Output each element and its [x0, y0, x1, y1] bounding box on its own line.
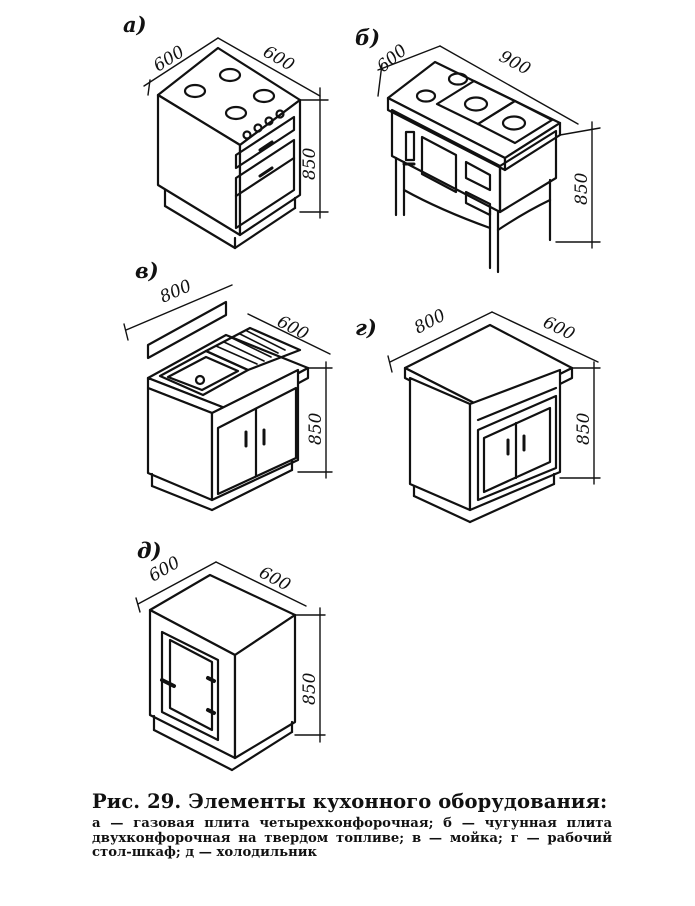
figure-caption: Рис. 29. Элементы кухонного оборудования… [92, 790, 612, 861]
dim-label-a-width: 600 [260, 42, 298, 76]
panel-label-g: г) [355, 315, 377, 340]
panel-label-a: а) [123, 12, 147, 37]
caption-text: а — газовая плита четырехконфорочная; б … [92, 816, 612, 860]
sink-drawing [146, 300, 310, 512]
knob-icon [242, 109, 285, 140]
gas-stove-dimensions [143, 37, 329, 219]
dim-label-a-depth: 600 [150, 42, 188, 76]
dim-label-a-height: 850 [300, 147, 320, 180]
panel-label-d: д) [137, 538, 162, 563]
dim-label-d-height: 850 [300, 672, 320, 705]
dim-label-g-height: 850 [574, 412, 594, 445]
burner-icon [183, 67, 276, 121]
hob-panel-icon [435, 79, 554, 145]
panel-label-b: б) [355, 25, 380, 50]
dim-label-v-height: 850 [306, 412, 326, 445]
cast-iron-stove-dimensions [377, 45, 601, 249]
dim-label-g-width: 800 [411, 305, 449, 338]
dim-label-b-width: 900 [496, 47, 534, 80]
work-table-drawing [403, 323, 574, 524]
cast-iron-stove-drawing [386, 60, 562, 274]
dim-label-b-height: 850 [572, 172, 592, 205]
refrigerator-dimensions [135, 561, 326, 743]
refrigerator-drawing [148, 573, 297, 772]
sink-dimensions [123, 284, 333, 479]
dim-label-g-depth: 600 [540, 313, 578, 345]
panel-label-v: в) [135, 258, 159, 283]
work-table-dimensions [387, 311, 601, 485]
burner-icon [415, 72, 527, 131]
gas-stove-drawing [156, 46, 302, 250]
caption-title: Рис. 29. Элементы кухонного оборудования… [92, 790, 608, 813]
kitchen-equipment-figure: а) б) в) г) д) 600 600 850 600 900 850 8… [123, 12, 601, 772]
